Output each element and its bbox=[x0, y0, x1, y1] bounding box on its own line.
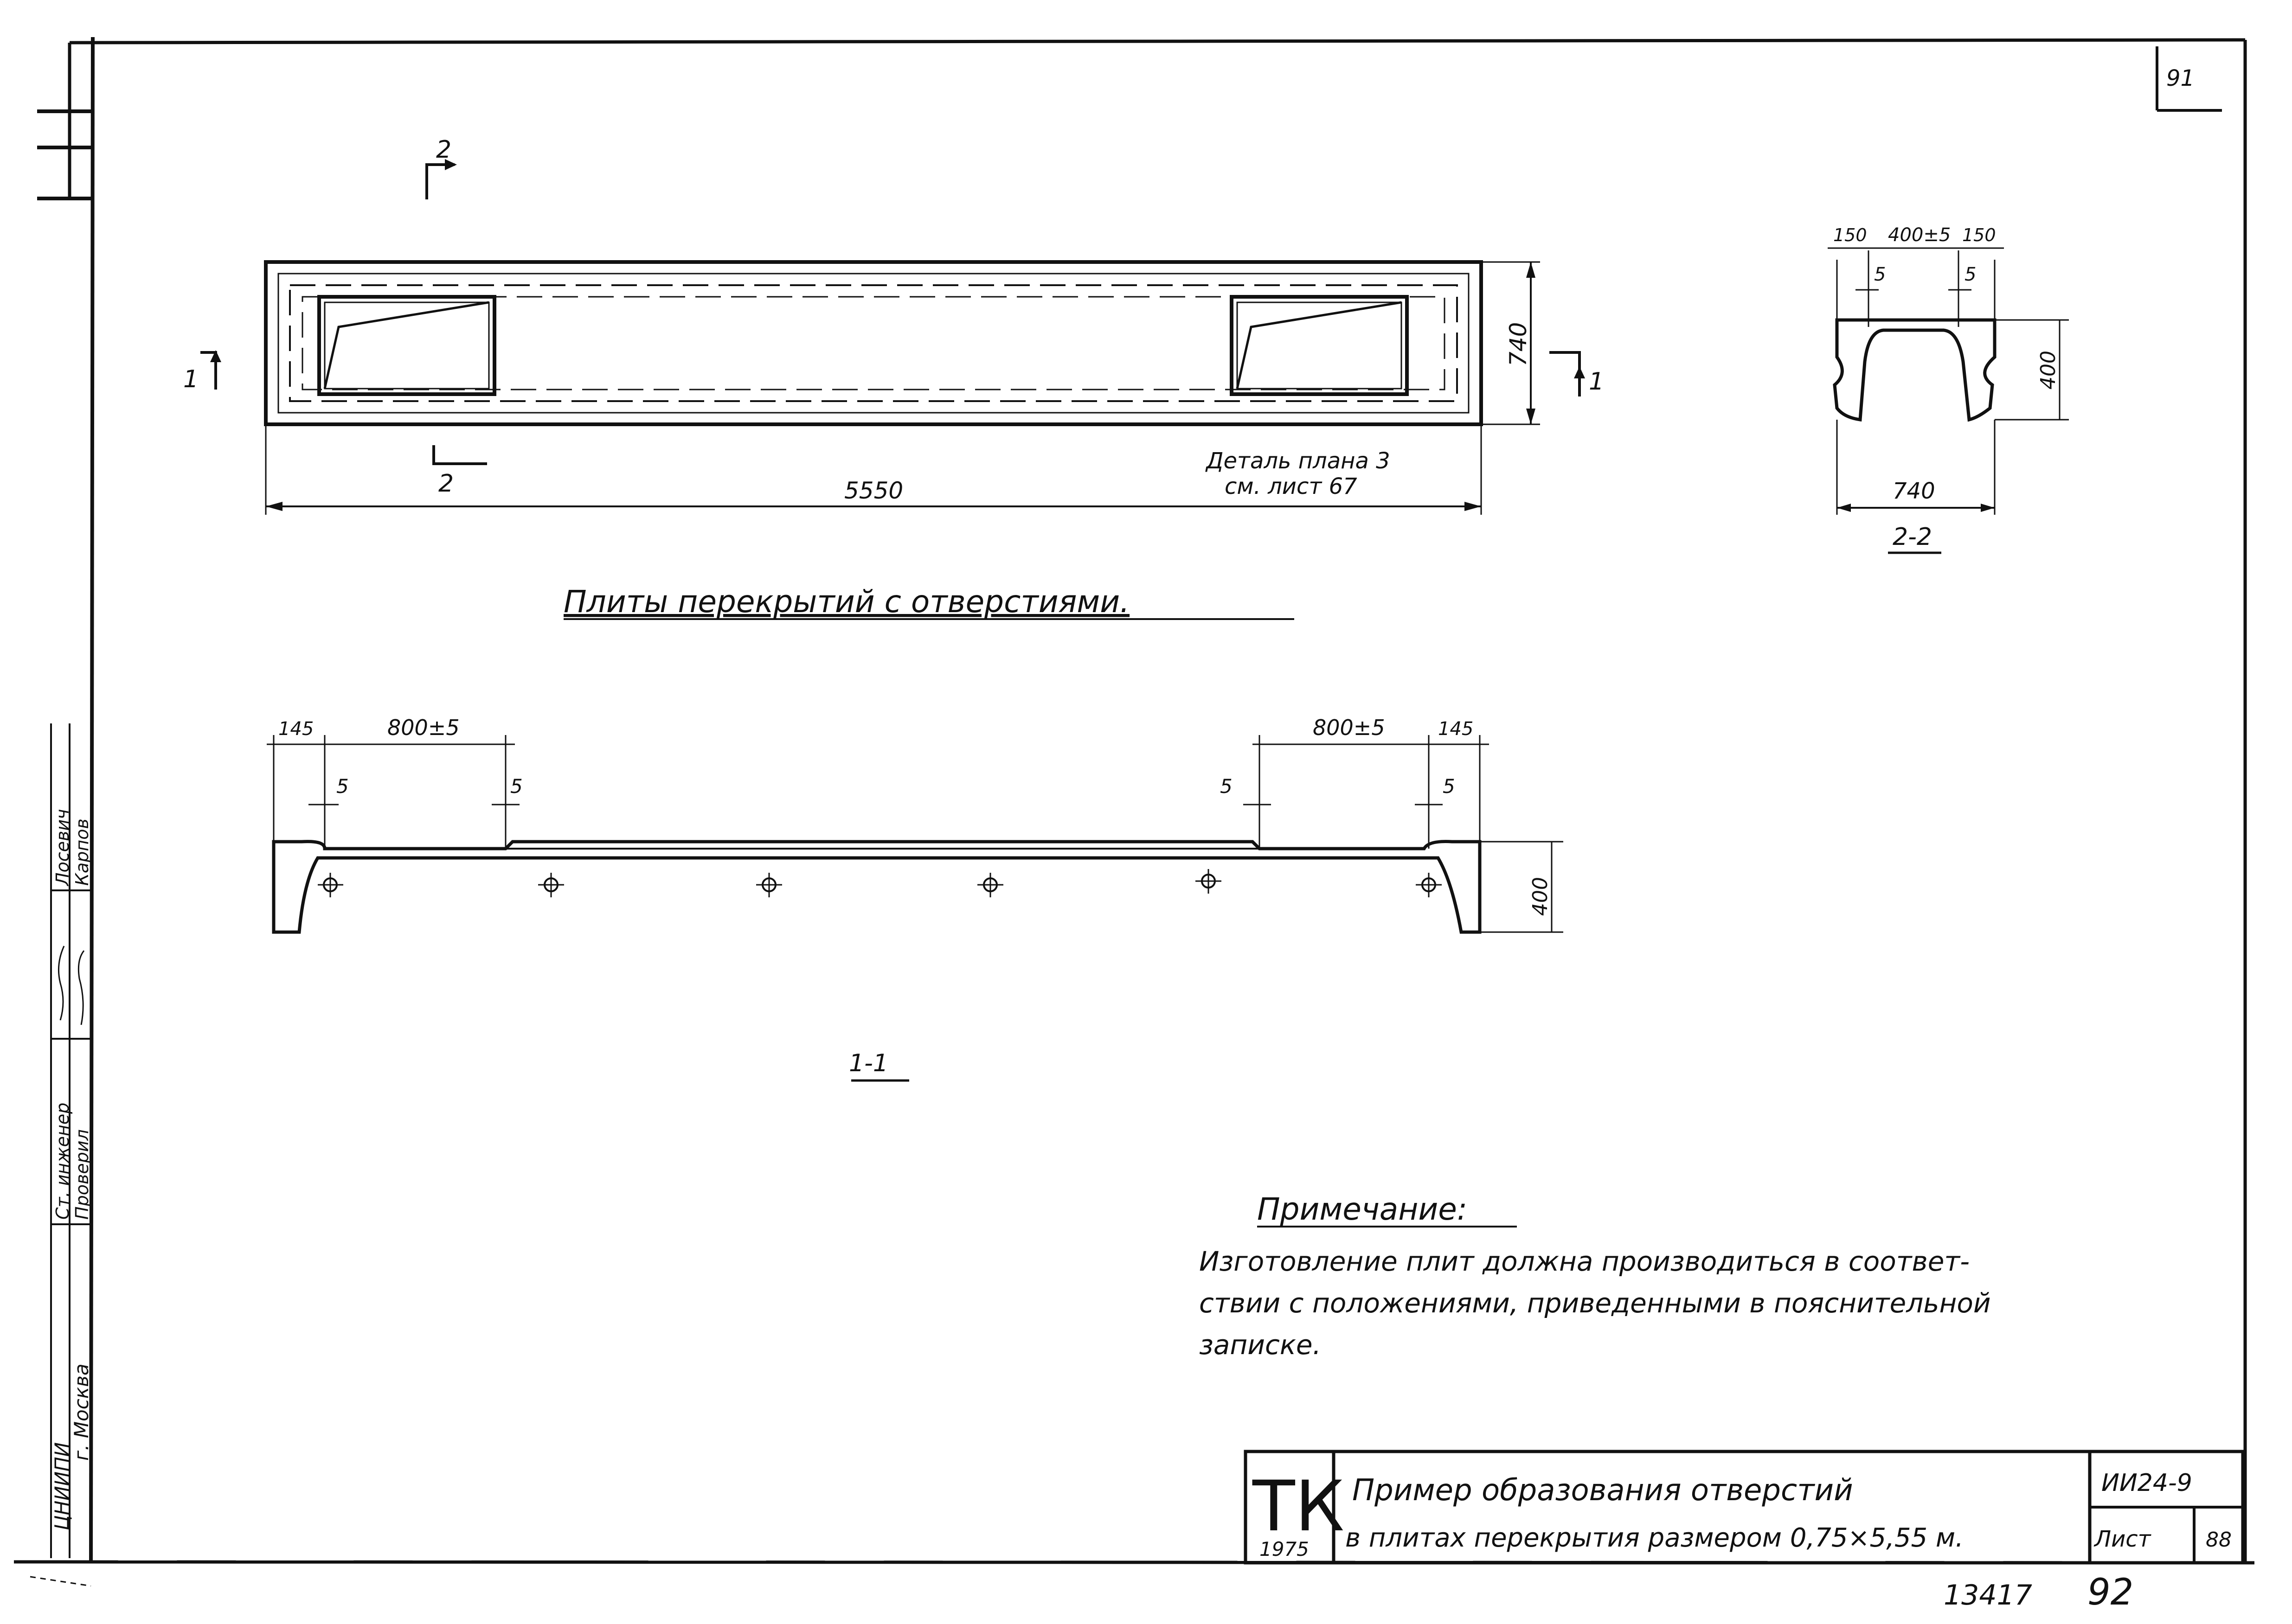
stamp-role2: Проверил bbox=[72, 1129, 92, 1220]
note-line3: записке. bbox=[1199, 1329, 1321, 1361]
stamp-name1: Лосевич bbox=[52, 809, 73, 887]
stamp-org1: ЦНИИПИ bbox=[51, 1442, 73, 1530]
bottom-number-1: 13417 bbox=[1944, 1579, 2032, 1611]
stamp-role1: Ст. инженер bbox=[52, 1103, 73, 1220]
s11-dim-800-right: 800±5 bbox=[1313, 715, 1385, 740]
title-block: ТК 1975 Пример образования отверстий в п… bbox=[1244, 1450, 2245, 1565]
page-number-box: 91 bbox=[2156, 46, 2222, 112]
tb-year: 1975 bbox=[1259, 1538, 1309, 1560]
plan-view: 2 2 1 1 5550 740 Деталь плана 3 см. лист… bbox=[183, 136, 1604, 515]
detail-note-line2: см. лист 67 bbox=[1225, 473, 1357, 499]
tb-title-line1: Пример образования отверстий bbox=[1352, 1473, 1853, 1508]
sheet-frame bbox=[13, 37, 2255, 1587]
tb-title-line2: в плитах перекрытия размером 0,75×5,55 м… bbox=[1345, 1523, 1964, 1553]
plan-caption: Плиты перекрытий с отверстиями. bbox=[564, 584, 1294, 620]
section-mark-1-left: 1 bbox=[183, 365, 199, 393]
s22-dim-150-right: 150 bbox=[1962, 225, 1996, 245]
s22-dim-5-right: 5 bbox=[1965, 264, 1976, 285]
plan-width-dim: 740 bbox=[1505, 322, 1532, 366]
s11-height-dim: 400 bbox=[1528, 877, 1552, 916]
bottom-number-2: 92 bbox=[2087, 1572, 2133, 1613]
note-title: Примечание: bbox=[1257, 1191, 1467, 1227]
section-1-1: 145 800±5 5 5 800±5 145 5 5 400 1-1 bbox=[267, 715, 1563, 1082]
s22-width-dim: 740 bbox=[1893, 478, 1935, 504]
s11-dim-145-left: 145 bbox=[278, 718, 314, 740]
detail-note-line1: Деталь плана 3 bbox=[1205, 448, 1390, 474]
s11-dim-5-a: 5 bbox=[336, 775, 349, 798]
note-line1: Изготовление плит должна производиться в… bbox=[1199, 1246, 1970, 1277]
note-block: Примечание: Изготовление плит должна про… bbox=[1199, 1191, 1991, 1361]
s11-dim-800-left: 800±5 bbox=[387, 715, 460, 740]
s22-dim-150-left: 150 bbox=[1833, 225, 1867, 245]
s11-holes bbox=[318, 869, 1442, 897]
stamp-name2: Карпов bbox=[72, 818, 92, 886]
tk-logo: ТК bbox=[1252, 1466, 1344, 1547]
plan-length-dim: 5550 bbox=[844, 477, 903, 504]
s11-dim-5-d: 5 bbox=[1443, 775, 1455, 798]
page-number: 91 bbox=[2166, 65, 2195, 91]
caption-text: Плиты перекрытий с отверстиями. bbox=[564, 584, 1130, 620]
s11-label: 1-1 bbox=[849, 1049, 888, 1077]
s22-dim-center: 400±5 bbox=[1888, 224, 1951, 246]
left-stamp: ЦНИИПИ г. Москва Ст. инженер Проверил Ло… bbox=[50, 723, 93, 1558]
s11-dim-145-right: 145 bbox=[1438, 718, 1473, 740]
s11-dim-5-c: 5 bbox=[1220, 775, 1233, 798]
tb-sheet-number: 88 bbox=[2206, 1528, 2232, 1552]
stamp-org2: г. Москва bbox=[70, 1363, 93, 1461]
section-mark-2-bottom: 2 bbox=[438, 470, 454, 498]
tb-code: ИИ24-9 bbox=[2101, 1469, 2192, 1497]
s22-dim-5-left: 5 bbox=[1874, 264, 1886, 285]
s22-label: 2-2 bbox=[1893, 523, 1932, 551]
section-mark-2-top: 2 bbox=[436, 136, 451, 164]
section-mark-1-right: 1 bbox=[1589, 368, 1604, 396]
s22-height-dim: 400 bbox=[2036, 351, 2060, 390]
section-2-2: 150 400±5 150 5 5 400 740 2-2 bbox=[1828, 224, 2069, 554]
s11-dim-5-b: 5 bbox=[510, 775, 523, 798]
tb-sheet-label: Лист bbox=[2093, 1526, 2152, 1552]
note-line2: ствии с положениями, приведенными в пояс… bbox=[1199, 1287, 1991, 1319]
